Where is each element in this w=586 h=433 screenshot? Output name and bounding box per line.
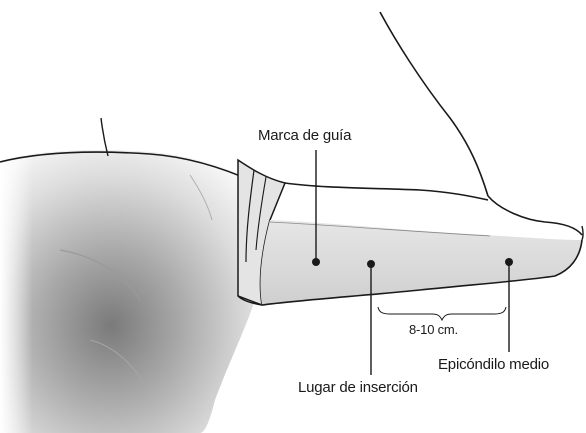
insertion-site-label: Lugar de inserción <box>298 379 418 396</box>
epicondyle-dot <box>505 258 513 266</box>
injection-zone <box>260 220 582 305</box>
distance-label: 8-10 cm. <box>409 322 458 337</box>
epicondyle-label: Epicóndilo medio <box>438 356 549 373</box>
inner-elbow-outline <box>488 196 582 235</box>
insertion-site-dot <box>367 260 375 268</box>
guide-mark-dot <box>312 258 320 266</box>
guide-mark-label: Marca de guía <box>258 127 351 144</box>
distance-bracket <box>378 307 506 320</box>
forearm-outline <box>380 12 488 196</box>
